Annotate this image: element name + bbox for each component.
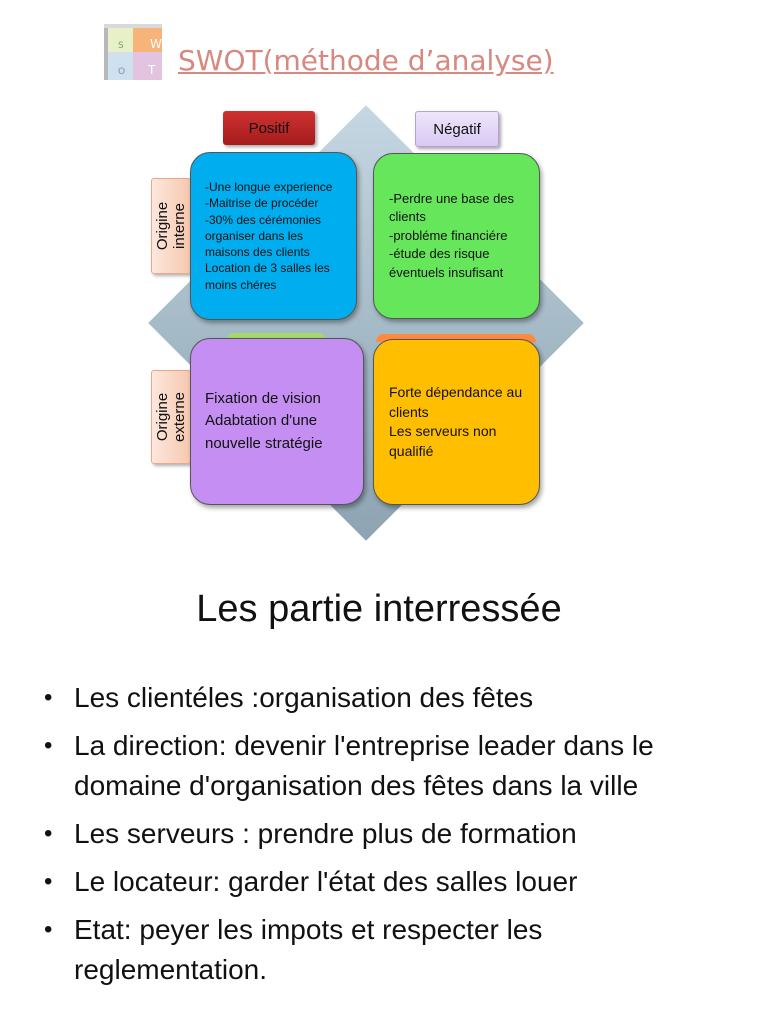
swot-thumbnail-icon: W T S O: [104, 24, 162, 80]
stakeholder-list: Les clientéles :organisation des fêtes L…: [44, 678, 734, 998]
row-label-externe-text: Origine externe: [154, 391, 188, 443]
thumb-letter-s: S: [118, 41, 124, 51]
quadrant-faiblesses: -Perdre une base des clients -probléme f…: [373, 153, 540, 319]
list-item: La direction: devenir l'entreprise leade…: [44, 726, 734, 806]
header-positif: Positif: [223, 111, 315, 145]
row-label-interne-text: Origine interne: [154, 201, 188, 251]
list-item: Etat: peyer les impots et respecter les …: [44, 910, 734, 990]
quadrant-faiblesses-text: -Perdre une base des clients -probléme f…: [389, 190, 515, 280]
row-label-interne: Origine interne: [151, 178, 191, 274]
quadrant-opportunites: Fixation de vision Adabtation d'une nouv…: [190, 338, 364, 505]
quadrant-menaces: Forte dépendance au clients Les serveurs…: [373, 339, 540, 505]
quadrant-forces-text: -Une longue experience -Maitrise de proc…: [205, 179, 333, 292]
quadrant-forces: -Une longue experience -Maitrise de proc…: [190, 152, 357, 320]
opportunities-accent: [226, 333, 326, 341]
row-label-externe: Origine externe: [151, 370, 191, 464]
thumb-letter-o: O: [118, 67, 125, 77]
list-item: Les serveurs : prendre plus de formation: [44, 814, 734, 854]
thumb-letter-w: W: [150, 37, 162, 51]
threats-accent: [376, 334, 536, 342]
quadrant-opportunites-text: Fixation de vision Adabtation d'une nouv…: [205, 389, 323, 452]
header-positif-label: Positif: [248, 119, 290, 137]
swot-diagram: Positif Négatif Origine interne Origine …: [148, 105, 588, 548]
list-item: Les clientéles :organisation des fêtes: [44, 678, 734, 718]
swot-title-link[interactable]: SWOT(méthode d’analyse): [178, 44, 554, 77]
quadrant-menaces-text: Forte dépendance au clients Les serveurs…: [389, 384, 523, 459]
section-title: Les partie interressée: [196, 588, 562, 630]
header-negatif-label: Négatif: [433, 120, 481, 138]
list-item: Le locateur: garder l'état des salles lo…: [44, 862, 734, 902]
header-negatif: Négatif: [415, 111, 499, 147]
page-header: W T S O SWOT(méthode d’analyse): [104, 22, 664, 82]
thumb-letter-t: T: [147, 63, 156, 77]
